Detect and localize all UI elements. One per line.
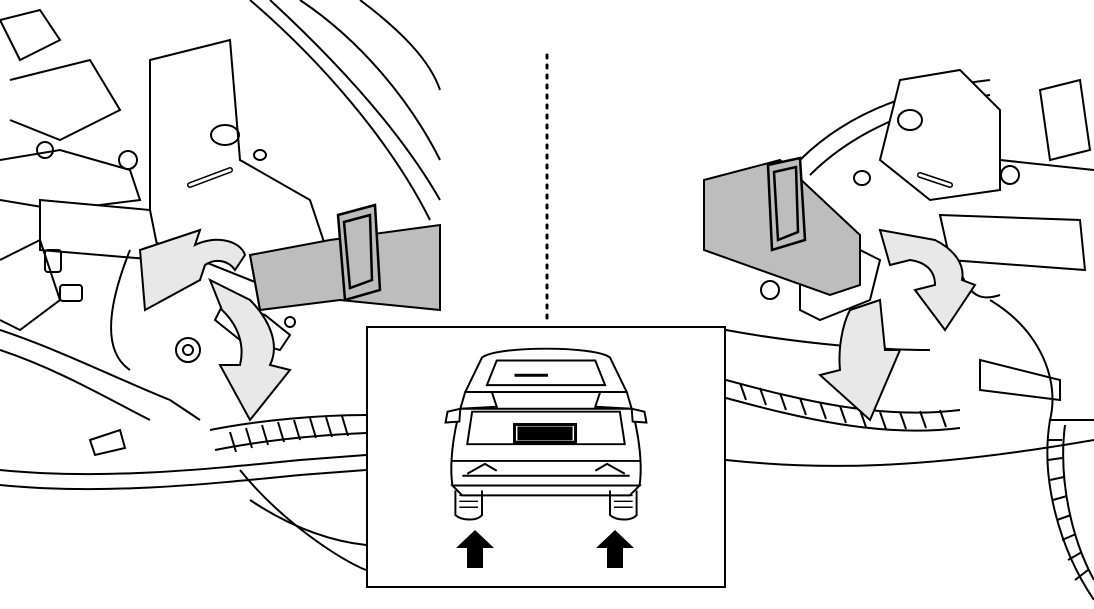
right-panel [725, 68, 1094, 601]
right-jack-beam [703, 156, 861, 297]
vehicle-rear-illustration [444, 347, 648, 521]
left-rotation-arrows [138, 228, 292, 422]
up-arrow-icon [456, 530, 494, 568]
up-arrow-icon [596, 530, 634, 568]
inset-rear-view [366, 326, 726, 588]
right-rotation-arrows [817, 228, 977, 422]
